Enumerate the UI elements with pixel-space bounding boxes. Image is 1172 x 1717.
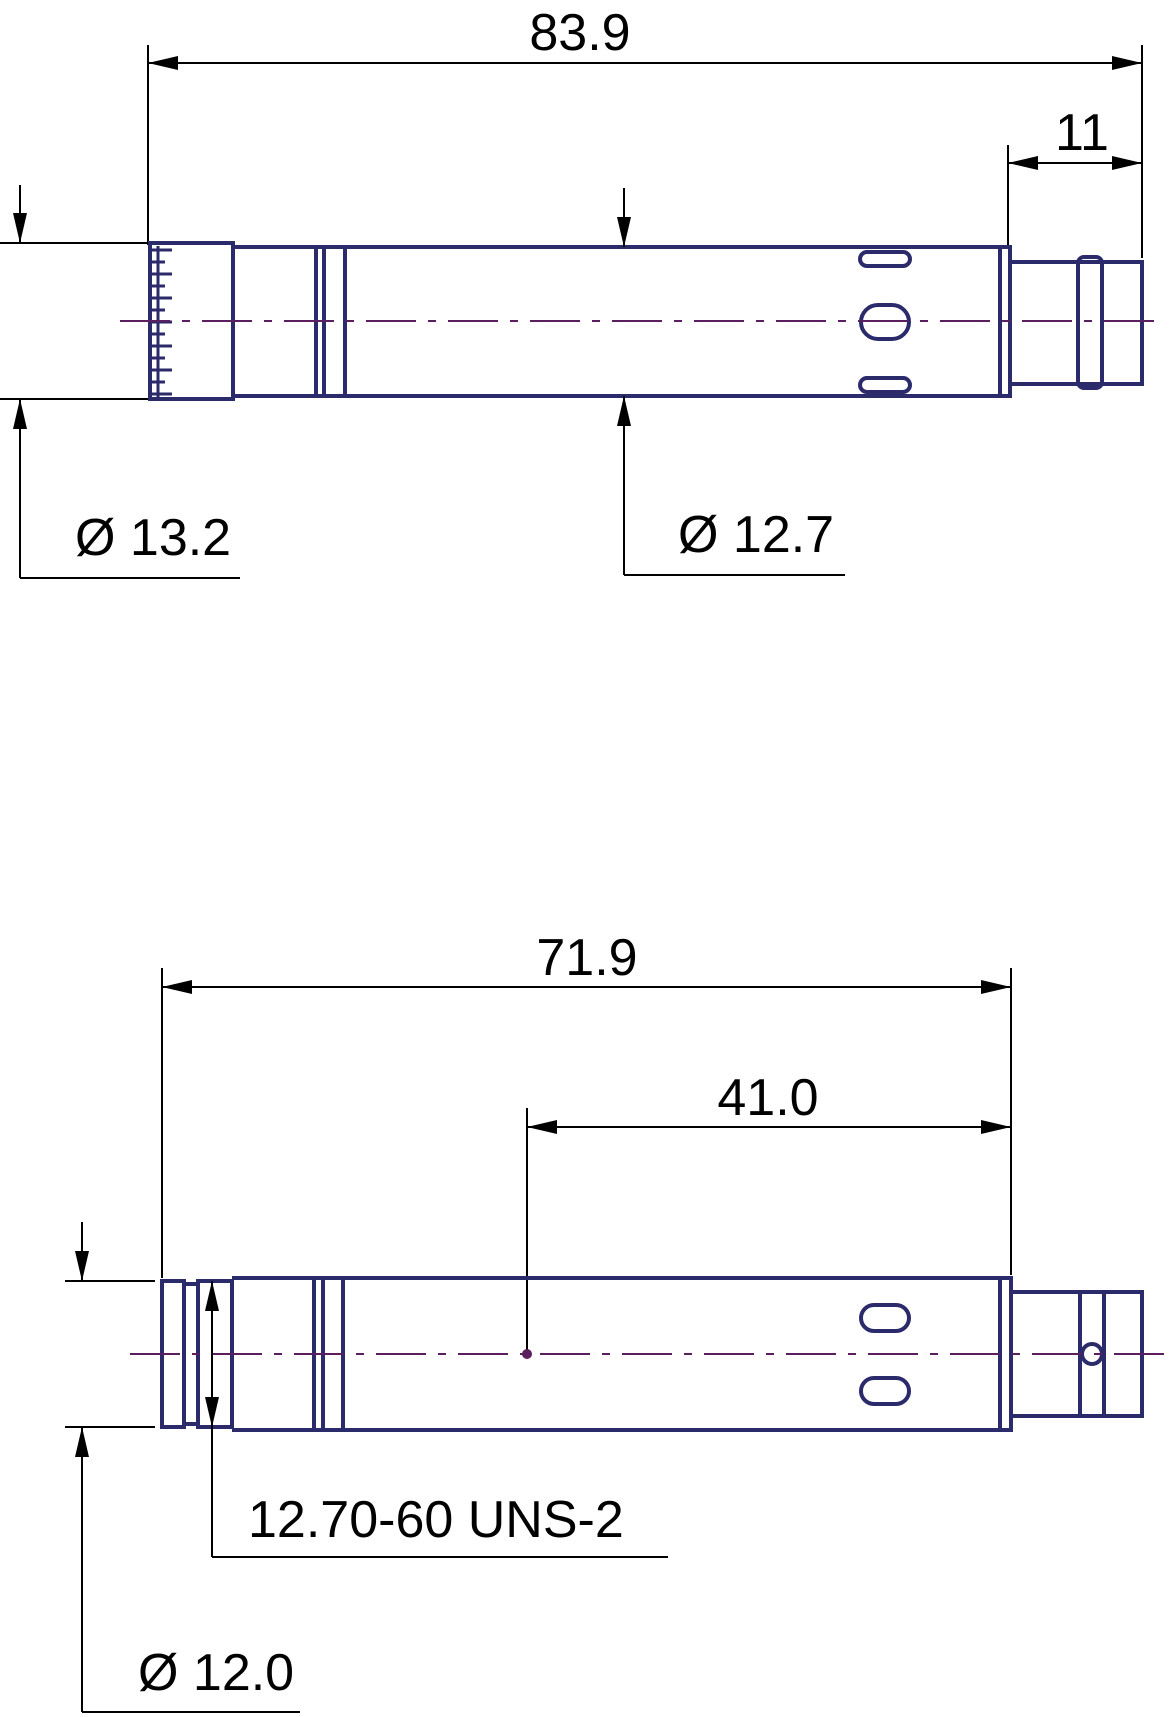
top-view: 83.9 11 — [0, 4, 1165, 579]
partial-length-label: 41.0 — [717, 1069, 818, 1127]
dimension-partial-length: 41.0 — [522, 1069, 1011, 1359]
diameter-cap-label: Ø 13.2 — [75, 509, 231, 567]
slot-upper — [859, 1303, 911, 1333]
dimension-overall-length-bottom: 71.9 — [161, 929, 1012, 1278]
overall-length-bottom-label: 71.9 — [536, 929, 637, 987]
dimension-diameter-cap: Ø 13.2 — [0, 185, 240, 579]
diameter-bottom-label: Ø 12.0 — [138, 1644, 294, 1702]
dimension-diameter-bottom: Ø 12.0 — [65, 1222, 300, 1713]
slot-lower — [859, 1376, 911, 1406]
dimension-connector-length-top: 11 — [1007, 104, 1142, 248]
slot-bottom — [858, 376, 912, 394]
bottom-view: 71.9 41.0 — [65, 929, 1165, 1713]
dimension-thread: 12.70-60 UNS-2 — [205, 1281, 668, 1558]
bnc-ring — [1076, 255, 1104, 390]
dimension-diameter-body: Ø 12.7 — [617, 188, 845, 576]
thread-spec-label: 12.70-60 UNS-2 — [248, 1491, 624, 1549]
overall-length-label: 83.9 — [529, 4, 630, 62]
dimension-overall-length-top: 83.9 — [147, 4, 1143, 258]
connector-length-label: 11 — [1055, 104, 1109, 162]
bnc-connector — [1008, 260, 1144, 386]
slot-top — [858, 250, 912, 268]
diameter-body-label: Ø 12.7 — [678, 506, 834, 564]
